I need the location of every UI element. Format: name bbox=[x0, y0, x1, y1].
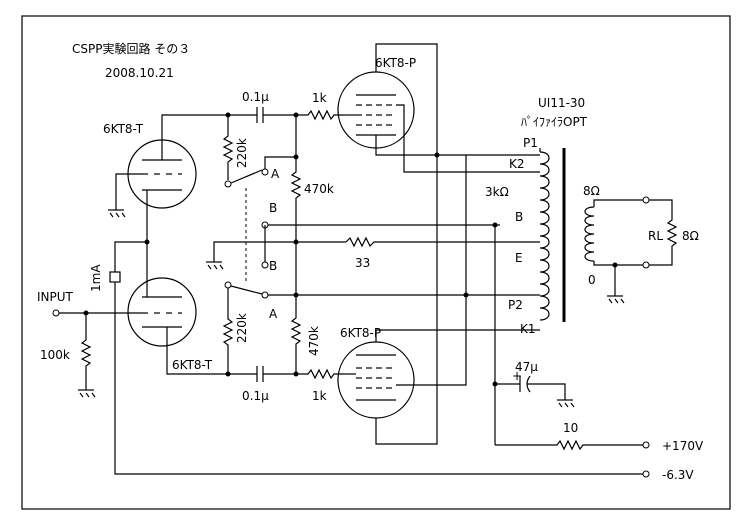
r-input-label: 100k bbox=[40, 348, 70, 362]
transformer-name: ﾊﾟｲﾌｧｲﾗOPT bbox=[521, 115, 588, 129]
secondary-impedance: 8Ω bbox=[583, 184, 600, 198]
resistor-220k-upper bbox=[222, 115, 234, 180]
resistor-220k-lower bbox=[222, 288, 234, 374]
c-upper-label: 0.1μ bbox=[242, 90, 269, 104]
transformer-impedance: 3kΩ bbox=[485, 185, 509, 199]
rl-value: 8Ω bbox=[682, 229, 699, 243]
switch-a-upper: A bbox=[271, 167, 280, 181]
rl-terminal-bottom[interactable] bbox=[642, 261, 650, 269]
input-terminal[interactable] bbox=[52, 309, 60, 317]
input-label: INPUT bbox=[37, 290, 74, 304]
lower-driver-tube bbox=[127, 277, 197, 347]
transformer-model: UI11-30 bbox=[538, 96, 585, 110]
transformer-p1: P1 bbox=[523, 136, 538, 150]
r-grid-upper-label: 1k bbox=[312, 91, 327, 105]
rl-label: RL bbox=[648, 229, 663, 243]
r-220k-lower-label: 220k bbox=[235, 313, 249, 343]
resistor-1k-lower bbox=[296, 368, 346, 380]
r-470k-upper-label: 470k bbox=[304, 182, 334, 196]
r-10-label: 10 bbox=[563, 421, 578, 435]
secondary-winding bbox=[584, 206, 595, 262]
upper-power-label: 6KT8-P bbox=[375, 56, 416, 70]
r-220k-upper-label: 220k bbox=[235, 138, 249, 168]
c-lower-label: 0.1μ bbox=[242, 389, 269, 403]
r-grid-lower-label: 1k bbox=[312, 389, 327, 403]
date: 2008.10.21 bbox=[105, 66, 174, 80]
title: CSPP実験回路 その３ bbox=[72, 41, 190, 56]
secondary-zero: 0 bbox=[588, 273, 596, 287]
r-470k-lower-label: 470k bbox=[307, 326, 321, 356]
bias-label: -6.3V bbox=[662, 468, 694, 482]
lower-power-label: 6KT8-P bbox=[340, 326, 381, 340]
b-plus-terminal[interactable] bbox=[642, 441, 650, 449]
transformer-e: E bbox=[515, 251, 523, 265]
transformer-p2: P2 bbox=[508, 298, 523, 312]
b-plus-label: +170V bbox=[662, 439, 704, 453]
switch-a-lower: A bbox=[269, 307, 278, 321]
c-47-label: 47μ bbox=[515, 360, 538, 374]
load-resistor bbox=[649, 199, 678, 266]
frame-border bbox=[21, 15, 731, 510]
transformer-b: B bbox=[515, 210, 523, 224]
resistor-1k-upper bbox=[296, 109, 346, 121]
transformer-k1: K1 bbox=[520, 322, 536, 336]
transformer-k2: K2 bbox=[509, 157, 525, 171]
rl-terminal-top[interactable] bbox=[642, 196, 650, 204]
lower-driver-label: 6KT8-T bbox=[172, 358, 213, 372]
meter-1ma bbox=[109, 271, 121, 283]
meter-label: 1mA bbox=[89, 264, 103, 292]
switch-upper[interactable] bbox=[230, 169, 263, 184]
switch-b-lower: B bbox=[269, 259, 277, 273]
resistor-470k-lower bbox=[290, 242, 302, 374]
resistor-33 bbox=[345, 236, 540, 248]
c-47-plus: + bbox=[512, 369, 522, 383]
resistor-10 bbox=[495, 439, 643, 451]
upper-driver-label: 6KT8-T bbox=[103, 122, 144, 136]
r-33-label: 33 bbox=[355, 256, 370, 270]
switch-lower[interactable] bbox=[230, 285, 263, 295]
resistor-100k bbox=[80, 313, 92, 390]
bias-terminal[interactable] bbox=[642, 470, 650, 478]
lower-power-tube bbox=[337, 341, 415, 419]
resistor-470k-upper bbox=[290, 115, 302, 242]
switch-b-upper: B bbox=[269, 201, 277, 215]
primary-winding bbox=[539, 151, 550, 321]
